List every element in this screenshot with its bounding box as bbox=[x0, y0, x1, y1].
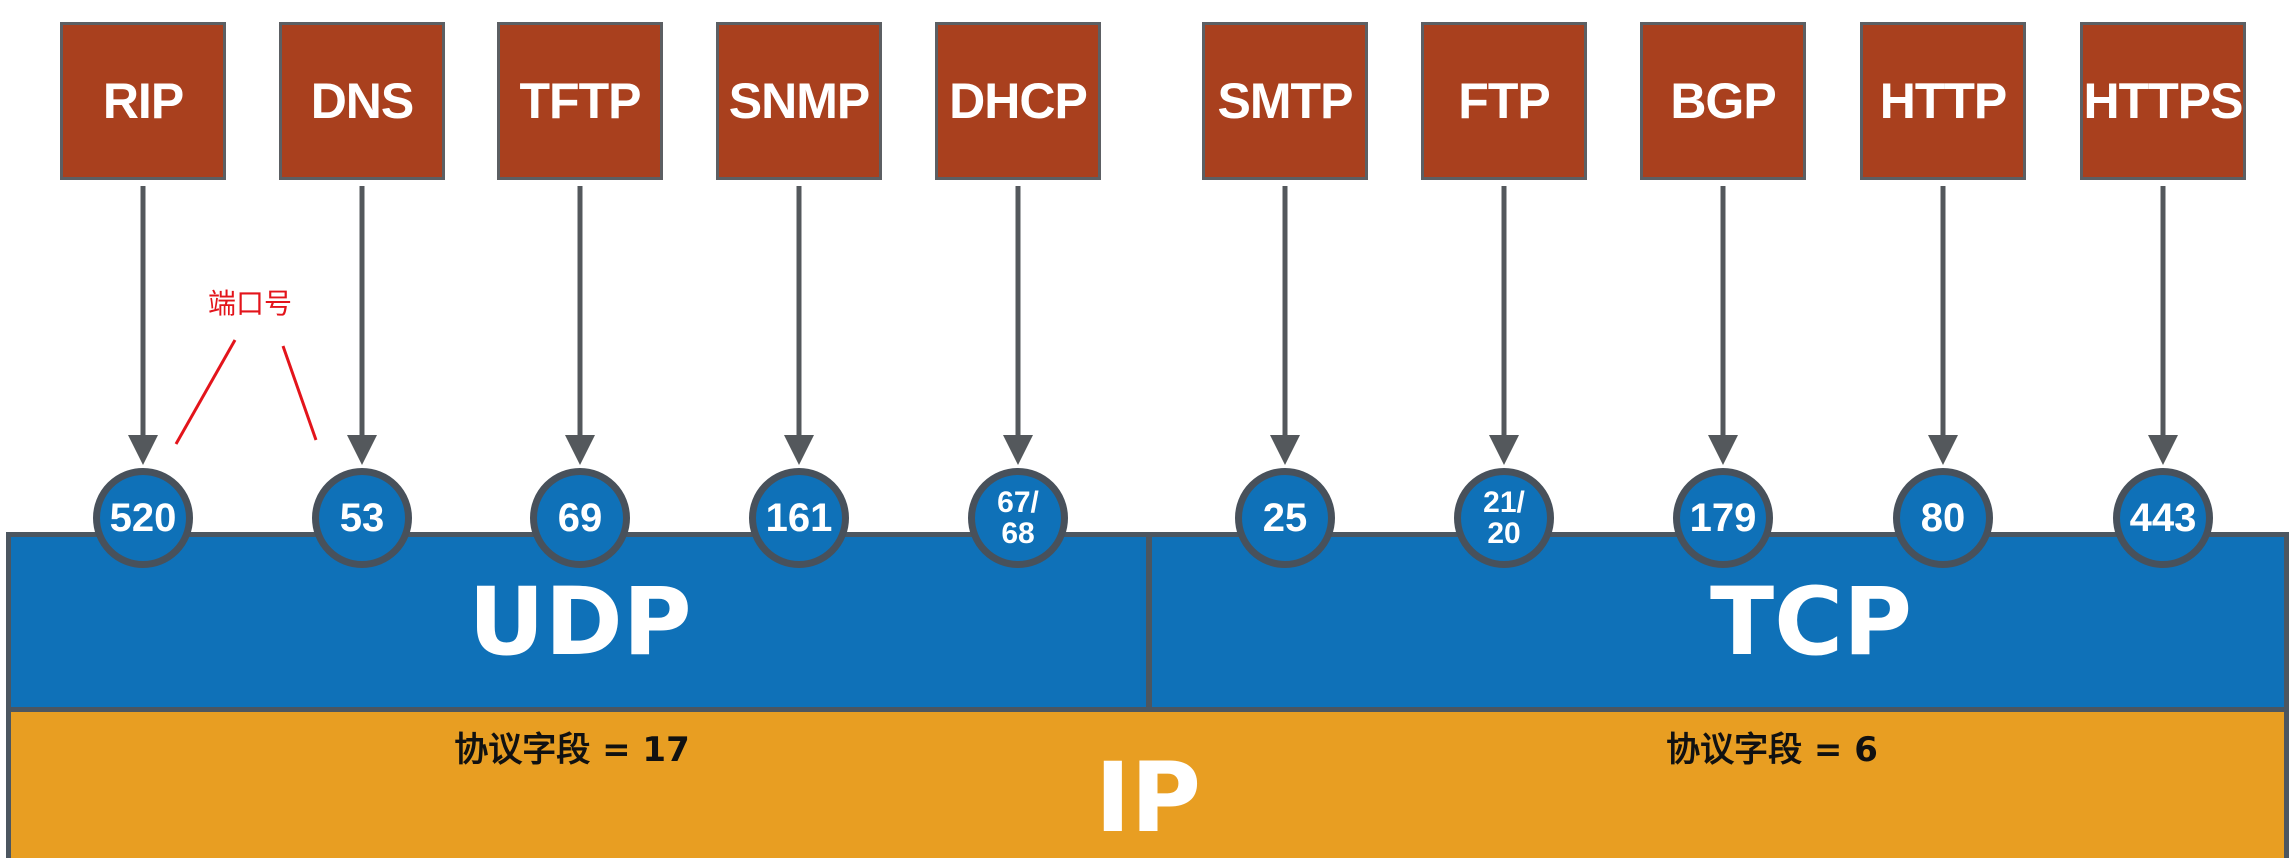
port-circle-smtp: 25 bbox=[1235, 468, 1335, 568]
annotation-pointer-2 bbox=[281, 345, 318, 441]
protocol-box-dhcp: DHCP bbox=[935, 22, 1101, 180]
port-number-dhcp-0: 67/ bbox=[997, 485, 1039, 519]
port-number-dhcp-1: 68 bbox=[1001, 517, 1035, 550]
port-circle-https: 443 bbox=[2113, 468, 2213, 568]
port-number-dns: 53 bbox=[339, 496, 385, 540]
protocol-box-ftp: FTP bbox=[1421, 22, 1587, 180]
ip-layer-bar bbox=[6, 712, 2289, 858]
port-number-ftp-1: 20 bbox=[1487, 517, 1521, 550]
protocol-box-http: HTTP bbox=[1860, 22, 2026, 180]
protocol-box-tftp: TFTP bbox=[497, 22, 663, 180]
port-number-https: 443 bbox=[2129, 496, 2197, 540]
protocol-box-smtp: SMTP bbox=[1202, 22, 1368, 180]
port-circle-dhcp: 67/68 bbox=[968, 468, 1068, 568]
port-number-annotation: 端口号 bbox=[208, 287, 293, 320]
port-circle-ftp: 21/20 bbox=[1454, 468, 1554, 568]
protocol-box-dns: DNS bbox=[279, 22, 445, 180]
port-number-ftp-0: 21/ bbox=[1483, 485, 1525, 519]
port-number-bgp: 179 bbox=[1689, 496, 1757, 540]
port-circle-tftp: 69 bbox=[530, 468, 630, 568]
protocol-box-snmp: SNMP bbox=[716, 22, 882, 180]
port-number-snmp: 161 bbox=[765, 496, 833, 540]
protocol-box-bgp: BGP bbox=[1640, 22, 1806, 180]
transport-divider bbox=[1146, 532, 1152, 712]
port-circle-dns: 53 bbox=[312, 468, 412, 568]
port-number-rip: 520 bbox=[109, 496, 177, 540]
udp-label: UDP bbox=[468, 568, 692, 677]
port-circle-bgp: 179 bbox=[1673, 468, 1773, 568]
port-circle-http: 80 bbox=[1893, 468, 1993, 568]
port-circle-snmp: 161 bbox=[749, 468, 849, 568]
port-number-http: 80 bbox=[1920, 496, 1966, 540]
tcp-protocol-field: 协议字段 = 6 bbox=[1666, 730, 1878, 770]
port-circle-rip: 520 bbox=[93, 468, 193, 568]
ip-label: IP bbox=[1094, 742, 1202, 854]
protocol-box-rip: RIP bbox=[60, 22, 226, 180]
port-number-smtp: 25 bbox=[1262, 496, 1308, 540]
annotation-pointer-1 bbox=[174, 339, 237, 445]
udp-protocol-field: 协议字段 = 17 bbox=[454, 730, 690, 770]
tcp-label: TCP bbox=[1710, 568, 1912, 677]
protocol-box-https: HTTPS bbox=[2080, 22, 2246, 180]
port-number-tftp: 69 bbox=[557, 496, 603, 540]
